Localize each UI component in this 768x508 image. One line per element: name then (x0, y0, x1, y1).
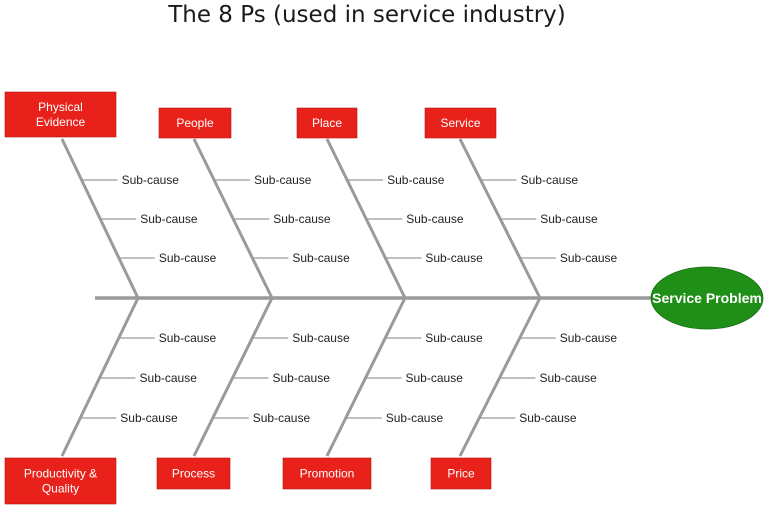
bottom-cause-1-label: Productivity & (24, 467, 97, 481)
bottom-cause-4-sub-cause: Sub-cause (539, 371, 597, 385)
top-cause-2-sub-cause: Sub-cause (273, 212, 331, 226)
top-cause-4-sub-cause: Sub-cause (560, 251, 618, 265)
bottom-cause-2-sub-cause: Sub-cause (273, 371, 331, 385)
labels-layer: PhysicalEvidenceSub-causeSub-causeSub-ca… (4, 91, 764, 505)
bottom-cause-4-sub-cause: Sub-cause (519, 411, 577, 425)
top-cause-1-label: Physical (38, 100, 83, 114)
diagram-title: The 8 Ps (used in service industry) (167, 2, 566, 28)
bottom-cause-2-sub-cause: Sub-cause (253, 411, 311, 425)
bottom-cause-1-sub-cause: Sub-cause (140, 371, 198, 385)
top-cause-2-sub-cause: Sub-cause (254, 173, 312, 187)
bottom-cause-4-label: Price (447, 467, 475, 481)
top-cause-4-sub-cause: Sub-cause (521, 173, 579, 187)
bones-layer (60, 138, 655, 457)
top-cause-4-sub-cause: Sub-cause (540, 212, 598, 226)
bottom-cause-2-sub-cause: Sub-cause (292, 331, 350, 345)
top-cause-2-bone (192, 138, 274, 299)
bottom-cause-3-label: Promotion (300, 467, 355, 481)
bottom-cause-3-sub-cause: Sub-cause (406, 371, 464, 385)
effect-ellipse (650, 266, 764, 330)
top-cause-3-box (296, 107, 358, 139)
top-cause-3-bone (325, 138, 407, 299)
bottom-cause-1-sub-cause: Sub-cause (120, 411, 178, 425)
bottom-cause-3-box (282, 457, 372, 490)
effect-label: Service Problem (652, 290, 762, 306)
top-cause-1-bone (60, 138, 140, 299)
bottom-cause-1-box (4, 457, 117, 505)
top-cause-1-label: Evidence (36, 115, 86, 129)
top-cause-1-sub-cause: Sub-cause (122, 173, 180, 187)
top-cause-3-sub-cause: Sub-cause (406, 212, 464, 226)
top-cause-4-bone (458, 138, 542, 299)
bottom-cause-4-sub-cause: Sub-cause (560, 331, 618, 345)
bottom-cause-3-sub-cause: Sub-cause (425, 331, 483, 345)
top-cause-4-box (424, 107, 497, 139)
top-cause-2-sub-cause: Sub-cause (292, 251, 350, 265)
top-cause-3-label: Place (312, 116, 342, 130)
bottom-cause-1-sub-cause: Sub-cause (159, 331, 217, 345)
top-cause-3-sub-cause: Sub-cause (425, 251, 483, 265)
bottom-cause-2-label: Process (172, 467, 215, 481)
bottom-cause-2-bone (192, 297, 274, 457)
top-cause-1-sub-cause: Sub-cause (159, 251, 217, 265)
bottom-cause-4-bone (458, 297, 542, 457)
bottom-cause-3-sub-cause: Sub-cause (386, 411, 444, 425)
bottom-cause-3-bone (325, 297, 407, 457)
top-cause-1-sub-cause: Sub-cause (140, 212, 198, 226)
bottom-cause-4-box (430, 457, 492, 490)
bottom-cause-2-box (156, 457, 231, 490)
top-cause-4-label: Service (440, 116, 480, 130)
bottom-cause-1-label: Quality (42, 482, 79, 496)
top-cause-2-label: People (176, 116, 214, 130)
top-cause-1-box (4, 91, 117, 138)
bottom-cause-1-bone (60, 297, 140, 457)
top-cause-3-sub-cause: Sub-cause (387, 173, 445, 187)
top-cause-2-box (158, 107, 232, 139)
